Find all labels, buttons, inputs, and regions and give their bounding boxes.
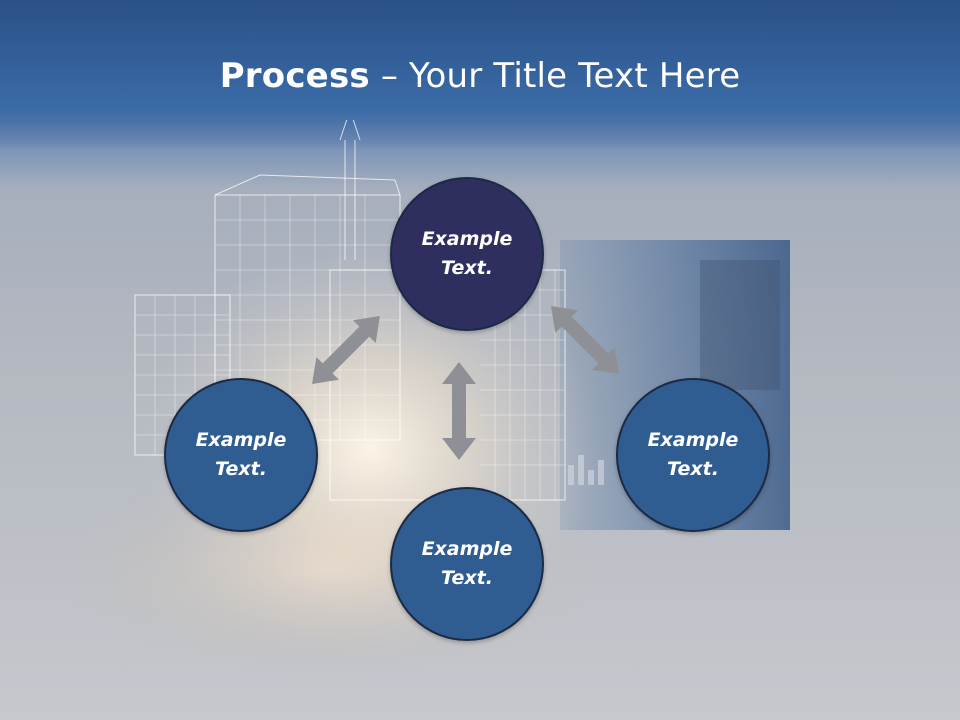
process-node-right-text: Example Text. [647, 429, 739, 480]
title-rest: – Your Title Text Here [369, 56, 741, 96]
process-node-left-text: Example Text. [195, 429, 287, 480]
process-node-bottom-text: Example Text. [421, 538, 513, 589]
title-bold: Process [219, 56, 370, 96]
left-diagonal-double-arrow [312, 316, 380, 384]
process-node-right[interactable]: Example Text. [616, 378, 770, 532]
vertical-double-arrow [442, 362, 476, 460]
title-bar [0, 0, 960, 150]
process-node-bottom[interactable]: Example Text. [390, 487, 544, 641]
process-node-left[interactable]: Example Text. [164, 378, 318, 532]
right-diagonal-double-arrow [551, 306, 619, 374]
process-node-top-text: Example Text. [421, 228, 513, 279]
slide-title: Process – Your Title Text Here [0, 50, 960, 102]
process-node-top[interactable]: Example Text. [390, 177, 544, 331]
